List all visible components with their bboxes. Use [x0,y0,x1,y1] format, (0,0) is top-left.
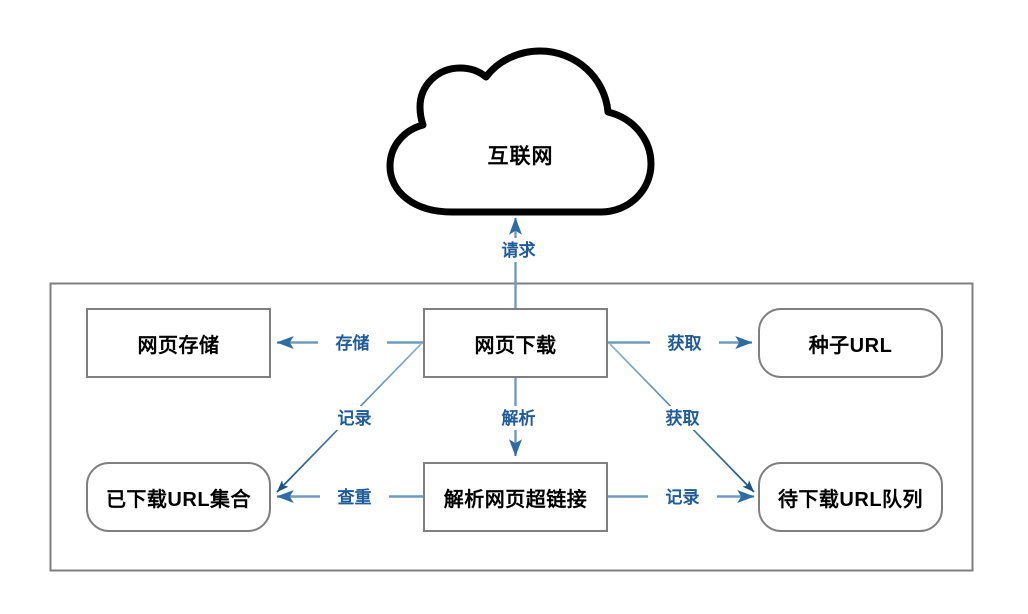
edge-label-fetch-seed: 获取 [650,331,719,355]
node-seed-url-shape[interactable] [758,308,943,378]
node-web-storage-shape[interactable] [86,308,271,378]
node-web-download-shape[interactable] [423,308,608,378]
edge-label-dedup-check: 查重 [320,485,389,509]
edge-label-record-downloaded: 记录 [320,406,389,430]
node-web-download[interactable] [424,309,607,377]
edge-label-record-pending: 记录 [648,485,717,509]
node-pending-queue-shape[interactable] [758,462,943,532]
edge-label-fetch-pending: 获取 [648,406,717,430]
node-parse-hyperlinks[interactable] [424,463,607,531]
node-parse-hyperlinks-shape[interactable] [423,462,608,532]
edge-label-request: 请求 [484,238,553,262]
node-pending-queue[interactable] [759,463,942,531]
node-downloaded-urls[interactable] [87,463,270,531]
internet-cloud-shape [386,47,655,216]
node-downloaded-urls-shape[interactable] [86,462,271,532]
edge-label-parse: 解析 [484,406,553,430]
crawler-system-container [49,282,974,572]
internet-cloud[interactable] [390,51,651,212]
internet-cloud-label: 互联网 [487,145,554,168]
node-web-storage[interactable] [87,309,270,377]
node-seed-url[interactable] [759,309,942,377]
edge-label-store: 存储 [318,331,387,355]
